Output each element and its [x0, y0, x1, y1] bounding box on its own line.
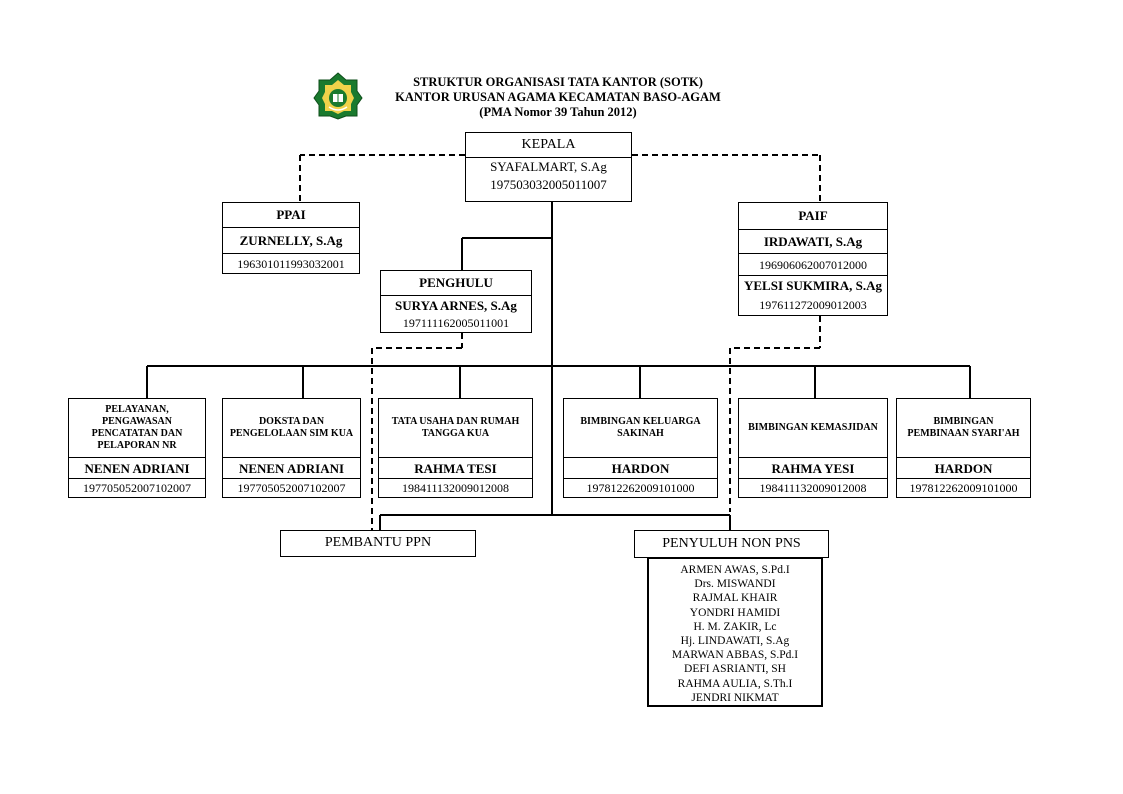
unit-nip: 197812262009101000 — [564, 478, 717, 497]
unit-title: BIMBINGAN KELUARGA SAKINAH — [580, 416, 701, 439]
penghulu-name: SURYA ARNES, S.Ag — [381, 295, 531, 315]
list-item: H. M. ZAKIR, Lc — [693, 620, 777, 633]
penyuluh-title-box: PENYULUH NON PNS — [634, 530, 829, 558]
list-item: RAJMAL KHAIR — [692, 592, 778, 605]
unit-nip: 197812262009101000 — [897, 478, 1030, 497]
unit-name: RAHMA TESI — [379, 457, 532, 478]
list-item: MARWAN ABBAS, S.Pd.I — [671, 649, 799, 662]
unit-title: DOKSTA DAN PENGELOLAAN SIM KUA — [229, 416, 354, 439]
chart-title-line1: STRUKTUR ORGANISASI TATA KANTOR (SOTK) — [413, 75, 703, 89]
unit-nip: 197705052007102007 — [223, 478, 360, 497]
unit-nip: 198411132009012008 — [739, 478, 887, 497]
unit-name: NENEN ADRIANI — [223, 457, 360, 478]
unit-box-doksta: DOKSTA DAN PENGELOLAAN SIM KUA NENEN ADR… — [222, 398, 361, 498]
unit-title: BIMBINGAN PEMBINAAN SYARI'AH — [907, 416, 1020, 439]
penyuluh-list-box: ARMEN AWAS, S.Pd.I Drs. MISWANDI RAJMAL … — [647, 557, 823, 707]
ppai-box: PPAI ZURNELLY, S.Ag 196301011993032001 — [222, 202, 360, 274]
unit-box-pelayanan: PELAYANAN, PENGAWASAN PENCATATAN DAN PEL… — [68, 398, 206, 498]
unit-nip: 198411132009012008 — [379, 478, 532, 497]
list-item: ARMEN AWAS, S.Pd.I — [680, 564, 790, 576]
unit-name: RAHMA YESI — [739, 457, 887, 478]
pembantu-ppn-title: PEMBANTU PPN — [324, 535, 432, 550]
list-item: Drs. MISWANDI — [694, 578, 776, 591]
paif-title: PAIF — [798, 208, 828, 223]
ppai-name: ZURNELLY, S.Ag — [223, 227, 359, 253]
penghulu-box: PENGHULU SURYA ARNES, S.Ag 1971111620050… — [380, 270, 532, 333]
unit-name: HARDON — [564, 457, 717, 478]
ppai-title: PPAI — [276, 207, 306, 222]
chart-title-line3: (PMA Nomor 39 Tahun 2012) — [479, 105, 637, 119]
paif-name-1: IRDAWATI, S.Ag — [739, 229, 887, 253]
unit-box-kemasjidan: BIMBINGAN KEMASJIDAN RAHMA YESI 19841113… — [738, 398, 888, 498]
pembantu-ppn-box: PEMBANTU PPN — [280, 530, 476, 557]
chart-title-line2: KANTOR URUSAN AGAMA KECAMATAN BASO-AGAM — [395, 90, 721, 104]
paif-nip-2: 197611272009012003 — [759, 298, 867, 312]
penyuluh-title: PENYULUH NON PNS — [662, 536, 801, 551]
unit-title: TATA USAHA DAN RUMAH TANGGA KUA — [391, 416, 520, 439]
list-item: JENDRI NIKMAT — [691, 691, 779, 704]
penghulu-nip: 197111162005011001 — [402, 316, 510, 330]
paif-name-2: YELSI SUKMIRA, S.Ag — [739, 275, 887, 295]
unit-nip: 197705052007102007 — [69, 478, 205, 497]
kepala-box: KEPALA SYAFALMART, S.Ag 1975030320050110… — [465, 132, 632, 202]
list-item: RAHMA AULIA, S.Th.I — [677, 677, 793, 690]
kepala-title: KEPALA — [521, 137, 576, 152]
paif-nip-1: 196906062007012000 — [739, 253, 887, 275]
unit-title: BIMBINGAN KEMASJIDAN — [748, 422, 878, 433]
unit-box-tata-usaha: TATA USAHA DAN RUMAH TANGGA KUA RAHMA TE… — [378, 398, 533, 498]
unit-name: HARDON — [897, 457, 1030, 478]
unit-title: PELAYANAN, PENGAWASAN PENCATATAN DAN PEL… — [91, 404, 183, 451]
penghulu-title: PENGHULU — [419, 275, 493, 290]
list-item: YONDRI HAMIDI — [689, 606, 781, 619]
ppai-nip: 196301011993032001 — [223, 253, 359, 273]
list-item: Hj. LINDAWATI, S.Ag — [680, 635, 790, 648]
list-item: DEFI ASRIANTI, SH — [684, 663, 786, 676]
paif-box: PAIF IRDAWATI, S.Ag 196906062007012000 Y… — [738, 202, 888, 316]
kemenag-emblem-icon — [313, 72, 363, 120]
kepala-nip: 197503032005011007 — [490, 177, 607, 192]
unit-box-keluarga-sakinah: BIMBINGAN KELUARGA SAKINAH HARDON 197812… — [563, 398, 718, 498]
unit-name: NENEN ADRIANI — [69, 457, 205, 478]
unit-box-syariah: BIMBINGAN PEMBINAAN SYARI'AH HARDON 1978… — [896, 398, 1031, 498]
kepala-name: SYAFALMART, S.Ag — [466, 157, 631, 176]
